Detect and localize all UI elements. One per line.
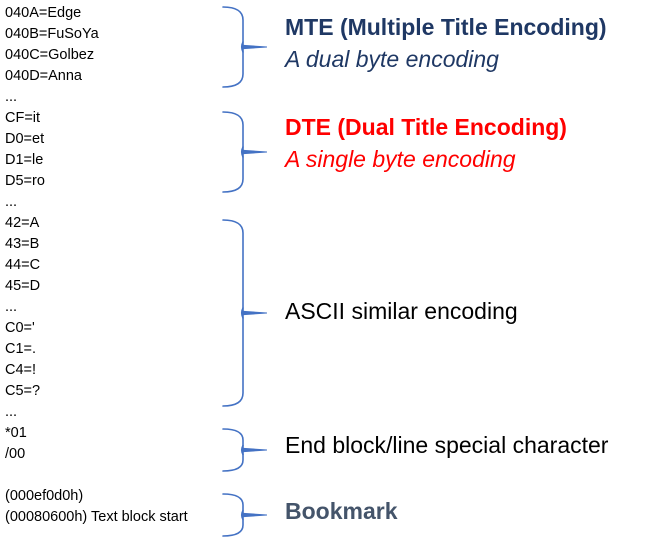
- table-line: ...: [5, 89, 18, 105]
- table-line: 040D=Anna: [5, 68, 82, 84]
- table-line: [5, 465, 188, 486]
- table-line: /00: [5, 446, 26, 462]
- table-line: CF=it: [5, 110, 41, 126]
- table-line: 040B=FuSoYa: [5, 26, 99, 42]
- table-file-listing: 040A=Edge 040B=FuSoYa 040C=Golbez 040D=Anna…: [5, 3, 188, 528]
- table-line: 45=D: [5, 278, 41, 294]
- table-line: ...: [5, 299, 18, 315]
- table-line: (00080600h) Text block start: [5, 509, 188, 525]
- ascii-label: ASCII similar encoding: [285, 298, 518, 324]
- table-line: 43=B: [5, 236, 40, 252]
- end-block-label: End block/line special character: [285, 432, 609, 458]
- mte-group-brace: [222, 6, 267, 88]
- table-line: C1=.: [5, 341, 37, 357]
- dte-title: DTE (Dual Title Encoding): [285, 114, 567, 140]
- table-line: D1=le: [5, 152, 44, 168]
- table-line: *01: [5, 425, 27, 441]
- mte-annotation: MTE (Multiple Title Encoding) A dual byt…: [285, 11, 607, 75]
- table-line: C0=': [5, 320, 35, 336]
- mte-title: MTE (Multiple Title Encoding): [285, 14, 607, 40]
- table-line: 44=C: [5, 257, 41, 273]
- mte-subtitle: A dual byte encoding: [285, 46, 499, 72]
- table-line: 040A=Edge: [5, 5, 82, 21]
- table-line: D5=ro: [5, 173, 45, 189]
- dte-group-brace: [222, 111, 267, 193]
- table-line: (000ef0d0h): [5, 488, 84, 504]
- table-line: 040C=Golbez: [5, 47, 95, 63]
- end-block-group-brace: [222, 428, 267, 472]
- table-line: ...: [5, 194, 18, 210]
- table-line: D0=et: [5, 131, 45, 147]
- bookmark-label: Bookmark: [285, 498, 398, 524]
- table-line: C4=!: [5, 362, 37, 378]
- bookmark-group-brace: [222, 493, 267, 537]
- bookmark-annotation: Bookmark: [285, 496, 397, 526]
- dte-annotation: DTE (Dual Title Encoding) A single byte …: [285, 111, 567, 175]
- end-block-annotation: End block/line special character: [285, 430, 608, 460]
- table-line: 42=A: [5, 215, 40, 231]
- table-line: C5=?: [5, 383, 41, 399]
- ascii-annotation: ASCII similar encoding: [285, 296, 518, 326]
- table-line: ...: [5, 404, 18, 420]
- dte-subtitle: A single byte encoding: [285, 146, 516, 172]
- ascii-group-brace: [222, 219, 267, 407]
